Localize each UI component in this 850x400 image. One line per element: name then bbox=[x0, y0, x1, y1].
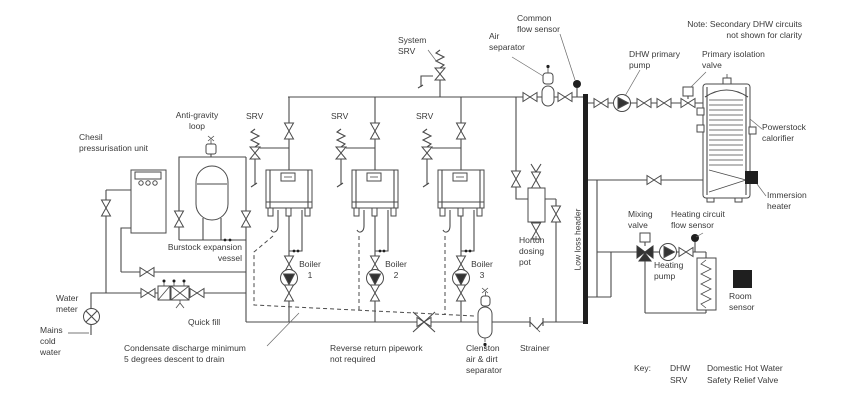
label-boiler-3: Boiler 3 bbox=[471, 259, 493, 280]
condensate-leader bbox=[266, 312, 300, 347]
auto-air-vent-icon bbox=[205, 135, 217, 157]
label-dhw-primary-pump: DHW primary pump bbox=[629, 49, 680, 70]
key-meaning-srv: Safety Relief Valve bbox=[707, 375, 779, 385]
label-primary-isolation-valve: Primary isolation valve bbox=[702, 49, 765, 70]
chesil-pressurisation-unit bbox=[101, 169, 246, 293]
boiler-1-piping bbox=[248, 97, 303, 322]
label-burstock-expansion-vessel: Burstock expansion vessel bbox=[167, 242, 242, 263]
label-anti-gravity-loop: Anti-gravity loop bbox=[175, 110, 219, 131]
label-water-meter: Water meter bbox=[56, 293, 79, 314]
label-air-separator: Air separator bbox=[489, 31, 525, 52]
label-powerstock-calorifier: Powerstock calorifier bbox=[762, 122, 806, 143]
label-low-loss-header: Low loss header bbox=[572, 208, 583, 271]
dhw-primary-circuit bbox=[588, 69, 707, 112]
burstock-expansion-vessel bbox=[195, 165, 232, 242]
label-strainer: Strainer bbox=[520, 343, 550, 353]
boiler-1-cabinet bbox=[265, 169, 313, 217]
label-heating-pump: Heating pump bbox=[654, 260, 684, 281]
powerstock-calorifier bbox=[696, 74, 767, 203]
header-return-piping bbox=[588, 175, 703, 298]
room-sensor bbox=[733, 270, 752, 288]
common-flow-sensor bbox=[559, 33, 581, 97]
key-meaning-dhw: Domestic Hot Water bbox=[707, 363, 783, 373]
label-condensate-discharge: Condensate discharge minimum 5 degrees d… bbox=[124, 343, 246, 364]
label-horton-dosing-pot: Horton dosing pot bbox=[519, 235, 545, 267]
radiator bbox=[696, 257, 717, 311]
label-mixing-valve: Mixing valve bbox=[628, 209, 653, 230]
boiler-modules bbox=[248, 97, 485, 322]
label-srv-2: SRV bbox=[331, 111, 349, 121]
label-clenston-separator: Clenston air & dirt separator bbox=[466, 343, 502, 375]
air-separator bbox=[511, 56, 573, 107]
key-abbr-dhw: DHW bbox=[670, 363, 691, 373]
label-note-secondary-dhw: Note: Secondary DHW circuits not shown f… bbox=[687, 19, 802, 40]
reverse-return-valve-crossed bbox=[412, 311, 436, 333]
immersion-heater bbox=[745, 171, 758, 184]
label-chesil-pressurisation-unit: Chesil pressurisation unit bbox=[79, 132, 148, 153]
strainer bbox=[529, 316, 544, 333]
calorifier-coil bbox=[709, 99, 743, 166]
horton-dosing-pot bbox=[511, 97, 561, 322]
label-system-srv: System SRV bbox=[398, 35, 427, 56]
label-srv-1: SRV bbox=[246, 111, 264, 121]
heating-circuit-flow-sensor bbox=[691, 232, 704, 252]
heating-circuit bbox=[636, 232, 717, 314]
label-boiler-2: Boiler 2 bbox=[385, 259, 407, 280]
primary-isolation-valve bbox=[680, 71, 707, 108]
label-common-flow-sensor: Common flow sensor bbox=[517, 13, 560, 34]
label-boiler-1: Boiler 1 bbox=[299, 259, 321, 280]
boiler-2-piping bbox=[334, 97, 389, 322]
label-heating-circuit-flow-sensor: Heating circuit flow sensor bbox=[671, 209, 725, 230]
low-loss-header-bar bbox=[583, 94, 588, 324]
label-quick-fill: Quick fill bbox=[188, 317, 221, 327]
system-srv bbox=[417, 49, 447, 97]
label-srv-3: SRV bbox=[416, 111, 434, 121]
label-immersion-heater: Immersion heater bbox=[767, 190, 807, 211]
label-mains-cold-water: Mains cold water bbox=[40, 325, 63, 357]
key-abbr-srv: SRV bbox=[670, 375, 688, 385]
condensate-discharge-line bbox=[253, 235, 476, 317]
heating-pump bbox=[659, 243, 677, 261]
quick-fill-assembly bbox=[140, 279, 205, 309]
key-heading: Key: bbox=[634, 363, 652, 373]
boiler-3-piping bbox=[420, 97, 475, 322]
anti-gravity-loop bbox=[174, 156, 251, 322]
clenston-air-dirt-separator bbox=[477, 287, 493, 349]
boiler-2-cabinet bbox=[351, 169, 399, 217]
mixing-valve bbox=[636, 232, 654, 262]
label-reverse-return: Reverse return pipework not required bbox=[330, 343, 423, 364]
boiler-3-cabinet bbox=[437, 169, 485, 217]
label-room-sensor: Room sensor bbox=[729, 291, 755, 312]
water-meter bbox=[83, 308, 100, 325]
